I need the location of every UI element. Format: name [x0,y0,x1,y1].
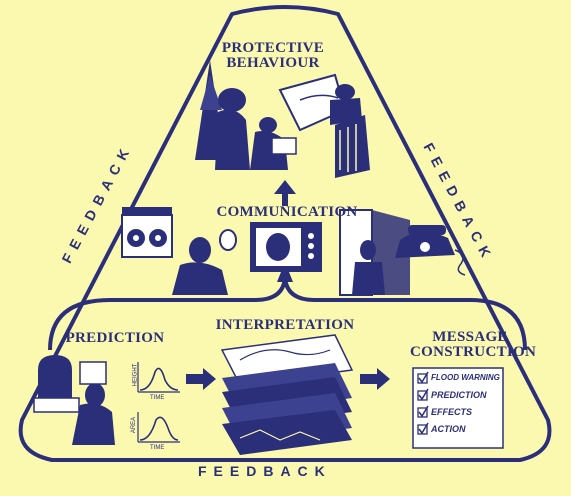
height-time-label: TIME [150,395,165,401]
checklist-item-4: ACTION [431,424,466,434]
communication-label: COMMUNICATION [216,204,358,220]
height-axis-label: HEIGHT [132,363,139,387]
up-arrow-shaft [282,192,288,206]
protective-line-2: BEHAVIOUR [226,55,320,71]
up-arrowhead-to-protective [274,180,296,194]
area-axis-label: AREA [131,416,138,434]
radio-illustration [121,207,173,258]
message-line-1: MESSAGE [432,329,508,345]
message-construction-label: MESSAGE CONSTRUCTION [410,329,537,360]
telephone-illustration [395,225,466,276]
arrow-prediction-to-interpretation [186,368,216,390]
protective-line-1: PROTECTIVE [221,40,325,56]
checkbox-icon-2 [417,388,429,401]
door-illustration [339,209,410,296]
protective-behaviour-illustration [195,60,370,178]
checkbox-icon-1 [417,371,429,384]
television-illustration [250,222,322,272]
prediction-label: PREDICTION [65,330,165,346]
forecaster-illustration [33,355,115,445]
checkbox-icon-3 [417,405,429,418]
reporter-illustration [172,229,237,295]
feedback-bottom-label: FEEDBACK [198,463,332,479]
interpretation-label: INTERPRETATION [215,317,355,333]
protective-behaviour-label: PROTECTIVE BEHAVIOUR [208,41,338,71]
feedback-loop-outline [18,5,552,462]
checkbox-icon-4 [417,422,429,435]
map-layers-illustration [220,334,354,455]
checklist-item-3: EFFECTS [431,407,473,417]
arrow-interpretation-to-message [360,368,390,390]
checklist-item-2: PREDICTION [431,390,487,400]
message-line-2: CONSTRUCTION [410,344,537,360]
height-graph [137,362,180,393]
area-graph [137,412,180,443]
message-checklist-illustration [412,367,504,449]
checklist-item-1: FLOOD WARNING [431,373,500,382]
area-time-label: TIME [150,445,165,451]
